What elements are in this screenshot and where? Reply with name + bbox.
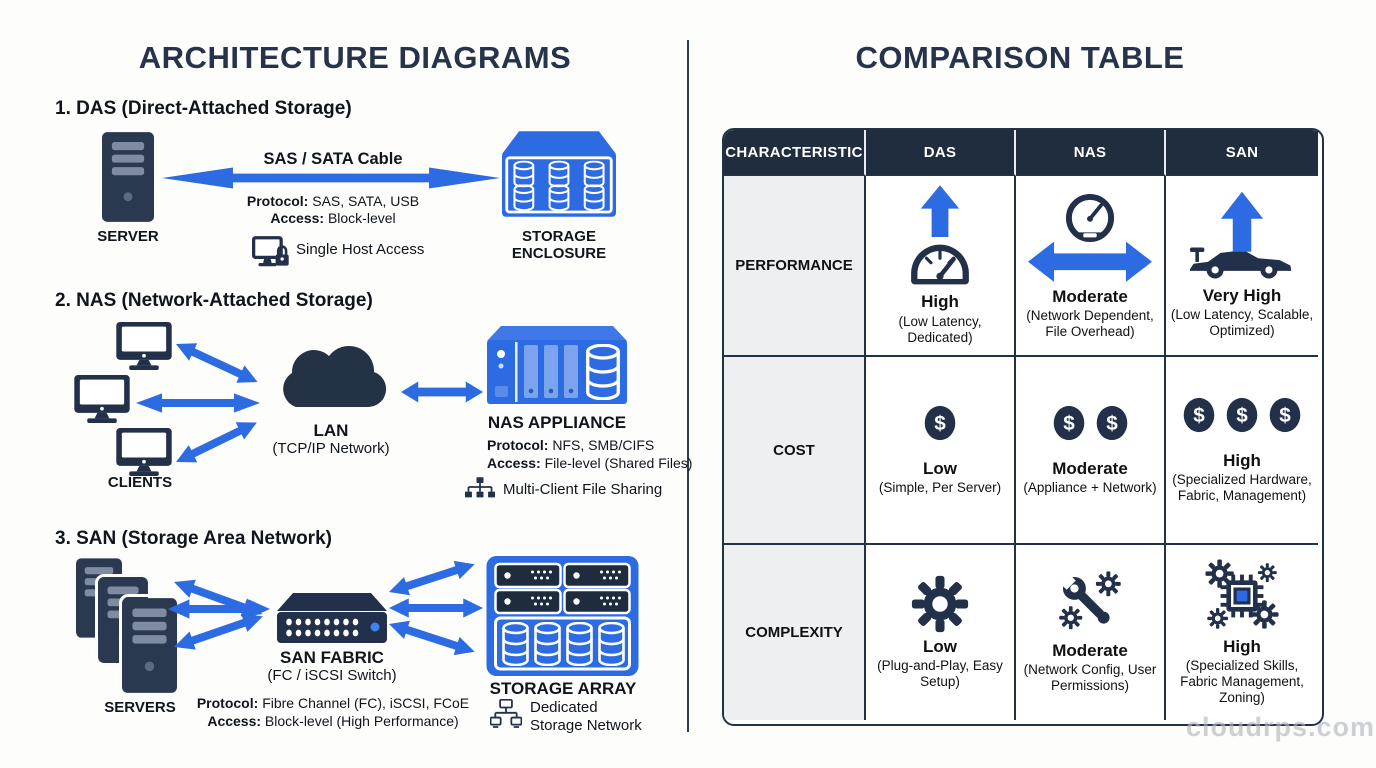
left-panel-title: ARCHITECTURE DIAGRAMS bbox=[138, 40, 572, 75]
lan-nas-arrow-icon bbox=[401, 381, 483, 403]
nas-protocol-line: Protocol: NFS, SMB/CIFS bbox=[487, 437, 655, 453]
san-fabric-label: SAN FABRIC bbox=[280, 648, 384, 667]
client-monitor-icon bbox=[116, 322, 172, 370]
watermark: cloudrps.com bbox=[1186, 712, 1376, 742]
das-cable-label: SAS / SATA Cable bbox=[263, 150, 403, 168]
cell-performance-nas: Moderate (Network Dependent, File Overhe… bbox=[1016, 176, 1166, 357]
cell-cost-san: High (Specialized Hardware, Fabric, Mana… bbox=[1166, 357, 1318, 545]
dollar-icon bbox=[1267, 396, 1303, 434]
lan-label: LAN bbox=[313, 421, 349, 440]
client-lan-arrow-icon bbox=[136, 393, 260, 413]
row-label-performance: PERFORMANCE bbox=[724, 176, 866, 357]
up-arrow-gauge-icon bbox=[907, 185, 973, 288]
chip-gears-icon bbox=[1205, 559, 1279, 633]
storage-enclosure-icon bbox=[502, 131, 616, 217]
storage-array-label: STORAGE ARRAY bbox=[489, 679, 637, 698]
up-arrow-race-car-icon bbox=[1190, 191, 1294, 282]
lan-sub-label: (TCP/IP Network) bbox=[272, 440, 390, 457]
dollar-icon bbox=[1051, 404, 1087, 442]
nas-appliance-label: NAS APPLIANCE bbox=[487, 413, 627, 432]
das-access-line: Access: Block-level bbox=[270, 210, 396, 226]
dollar-x3-icon bbox=[1181, 396, 1303, 434]
cell-cost-nas: Moderate (Appliance + Network) bbox=[1016, 357, 1166, 545]
cell-complexity-das: Low (Plug-and-Play, Easy Setup) bbox=[866, 545, 1016, 720]
san-protocol-line: Protocol: Fibre Channel (FC), iSCSI, FCo… bbox=[196, 695, 470, 711]
das-cable-arrow-icon bbox=[162, 167, 500, 189]
san-heading: 3. SAN (Storage Area Network) bbox=[55, 528, 332, 549]
cell-cost-das: Low (Simple, Per Server) bbox=[866, 357, 1016, 545]
cell-performance-san: Very High (Low Latency, Scalable, Optimi… bbox=[1166, 176, 1318, 357]
comparison-table: CHARACTERISTIC DAS NAS SAN PERFORMANCE H… bbox=[722, 128, 1324, 726]
fabric-array-arrow-icon bbox=[386, 555, 478, 602]
right-panel-title: COMPARISON TABLE bbox=[855, 40, 1185, 75]
cell-complexity-san: High (Specialized Skills, Fabric Managem… bbox=[1166, 545, 1318, 720]
cell-complexity-nas: Moderate (Network Config, User Permissio… bbox=[1016, 545, 1166, 720]
table-header-san: SAN bbox=[1166, 130, 1318, 176]
table-header-das: DAS bbox=[866, 130, 1016, 176]
enclosure-label: STORAGE ENCLOSURE bbox=[511, 228, 607, 262]
san-fabric-sub-label: (FC / iSCSI Switch) bbox=[267, 667, 397, 684]
dollar-icon bbox=[1181, 396, 1217, 434]
san-access-line: Access: Block-level (High Performance) bbox=[207, 713, 459, 729]
gauge-icon bbox=[907, 232, 973, 288]
server-label: SERVER bbox=[97, 228, 159, 245]
dollar-icon bbox=[1094, 404, 1130, 442]
dollar-x1-icon bbox=[922, 404, 958, 442]
client-monitor-icon bbox=[116, 428, 172, 476]
das-feature-label: Single Host Access bbox=[296, 241, 425, 258]
dollar-x2-icon bbox=[1051, 404, 1130, 442]
nas-heading: 2. NAS (Network-Attached Storage) bbox=[55, 290, 373, 311]
multi-client-tree-icon bbox=[465, 477, 495, 504]
speedometer-icon bbox=[1063, 191, 1117, 245]
table-header-nas: NAS bbox=[1016, 130, 1166, 176]
san-feature-label: Dedicated Storage Network bbox=[530, 699, 642, 734]
server-tower-icon bbox=[122, 597, 177, 694]
das-protocol-line: Protocol: SAS, SATA, USB bbox=[246, 193, 420, 209]
client-monitor-icon bbox=[74, 375, 130, 423]
row-label-cost: COST bbox=[724, 357, 866, 545]
fabric-array-arrow-icon bbox=[389, 598, 483, 618]
dollar-icon bbox=[922, 404, 958, 442]
gear-icon bbox=[911, 575, 969, 633]
nas-feature-label: Multi-Client File Sharing bbox=[503, 481, 663, 498]
clients-label: CLIENTS bbox=[107, 474, 173, 491]
client-lan-arrow-icon bbox=[172, 335, 262, 391]
lan-cloud-icon bbox=[266, 327, 396, 411]
client-lan-arrow-icon bbox=[172, 414, 262, 471]
panel-divider bbox=[687, 40, 689, 732]
dollar-icon bbox=[1224, 396, 1260, 434]
table-header-characteristic: CHARACTERISTIC bbox=[724, 130, 866, 176]
dedicated-network-icon bbox=[490, 699, 522, 729]
das-heading: 1. DAS (Direct-Attached Storage) bbox=[55, 98, 352, 119]
up-arrow-icon bbox=[920, 185, 960, 238]
single-host-lock-icon bbox=[252, 236, 290, 269]
servers-label: SERVERS bbox=[104, 699, 176, 716]
wrench-gear-icon bbox=[1057, 571, 1123, 637]
double-arrow-icon bbox=[1028, 241, 1152, 282]
speedometer-double-arrow-icon bbox=[1028, 191, 1152, 283]
cell-performance-das: High (Low Latency, Dedicated) bbox=[866, 176, 1016, 357]
nas-access-line: Access: File-level (Shared Files) bbox=[487, 455, 693, 471]
nas-appliance-icon bbox=[486, 326, 628, 404]
san-fabric-switch-icon bbox=[276, 591, 388, 643]
server-tower-icon bbox=[102, 132, 154, 222]
row-label-complexity: COMPLEXITY bbox=[724, 545, 866, 720]
storage-array-icon bbox=[486, 556, 639, 676]
